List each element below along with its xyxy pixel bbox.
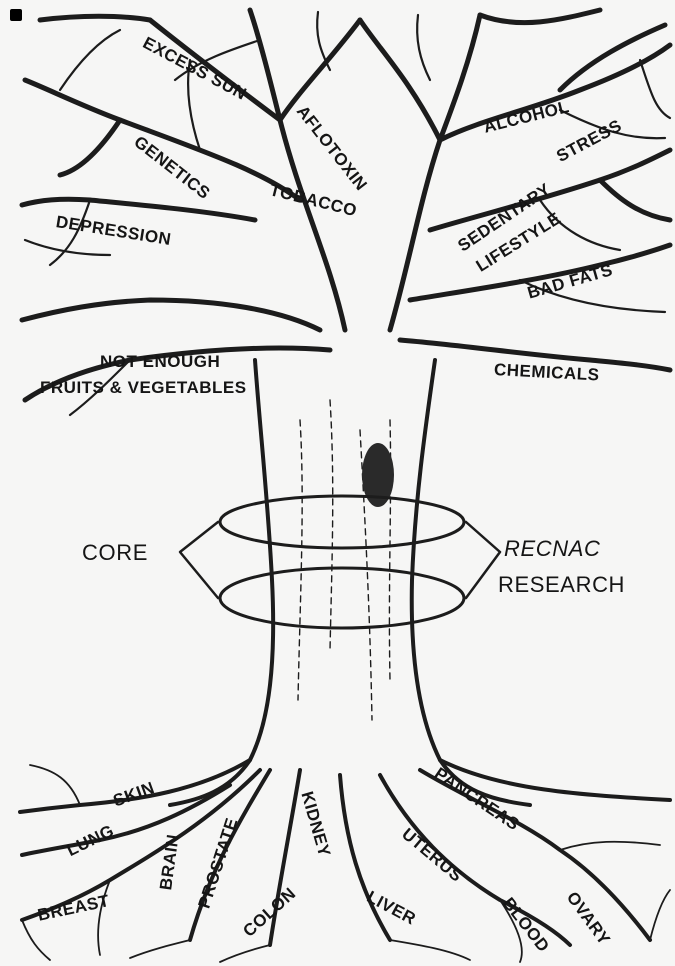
core-ring-upper	[220, 496, 464, 548]
core-ring-lower	[220, 568, 464, 628]
label-recnac: RECNAC	[504, 536, 601, 562]
label-fruits-vegetables: FRUITS & VEGETABLES	[40, 378, 247, 398]
label-core: CORE	[82, 540, 148, 566]
research-pointer	[466, 522, 500, 598]
root-system	[20, 760, 670, 945]
label-research: RESEARCH	[498, 572, 625, 598]
label-not-enough: NOT ENOUGH	[100, 352, 220, 372]
core-pointer	[180, 522, 218, 598]
corner-marker	[10, 9, 22, 21]
